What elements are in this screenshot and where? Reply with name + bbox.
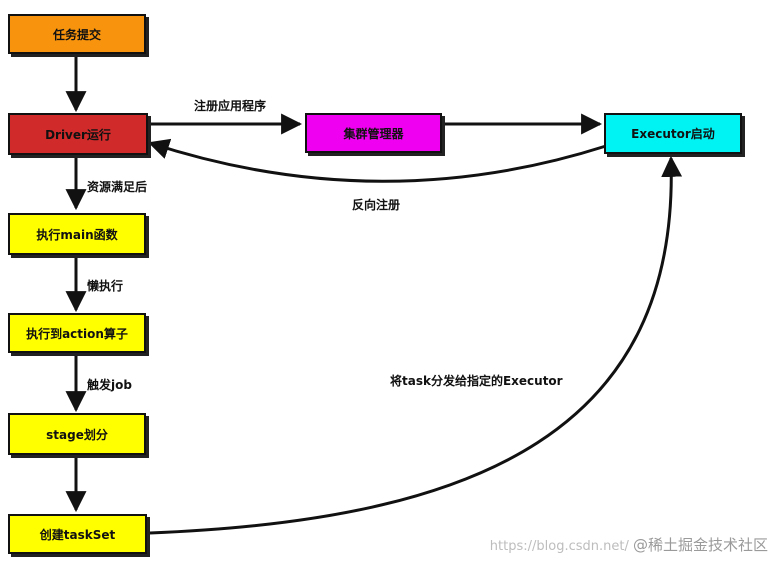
edge-label-lazy-exec: 懒执行 bbox=[87, 279, 124, 293]
node-task-submit: 任务提交 bbox=[8, 14, 146, 54]
edge-label-register-app: 注册应用程序 bbox=[194, 99, 267, 113]
node-action-label: 执行到action算子 bbox=[26, 326, 128, 341]
node-taskset-label: 创建taskSet bbox=[39, 527, 116, 542]
watermark-brand: @稀土掘金技术社区 bbox=[632, 536, 768, 554]
node-action: 执行到action算子 bbox=[8, 313, 146, 353]
node-driver-label: Driver运行 bbox=[45, 127, 111, 142]
node-stage-label: stage划分 bbox=[46, 427, 108, 442]
edge-taskset-to-executor bbox=[149, 155, 683, 535]
node-cluster-manager: 集群管理器 bbox=[305, 113, 442, 153]
node-driver: Driver运行 bbox=[8, 113, 148, 155]
edge-label-dispatch-task: 将task分发给指定的Executor bbox=[390, 374, 563, 388]
node-executor-label: Executor启动 bbox=[631, 127, 715, 141]
node-main-label: 执行main函数 bbox=[36, 227, 118, 242]
node-taskset: 创建taskSet bbox=[8, 514, 147, 554]
watermark: https://blog.csdn.net/ @稀土掘金技术社区 bbox=[490, 534, 768, 555]
node-stage: stage划分 bbox=[8, 413, 146, 455]
edge-label-reverse-register: 反向注册 bbox=[352, 198, 401, 212]
node-task-submit-label: 任务提交 bbox=[52, 27, 101, 42]
node-executor: Executor启动 bbox=[604, 113, 742, 154]
watermark-url: https://blog.csdn.net/ bbox=[489, 539, 629, 554]
node-cluster-manager-label: 集群管理器 bbox=[343, 126, 404, 141]
edge-executor-to-driver bbox=[148, 138, 607, 183]
edge-label-trigger-job: 触发job bbox=[87, 378, 132, 392]
node-main: 执行main函数 bbox=[8, 213, 146, 255]
edge-label-resources-ready: 资源满足后 bbox=[87, 180, 148, 194]
